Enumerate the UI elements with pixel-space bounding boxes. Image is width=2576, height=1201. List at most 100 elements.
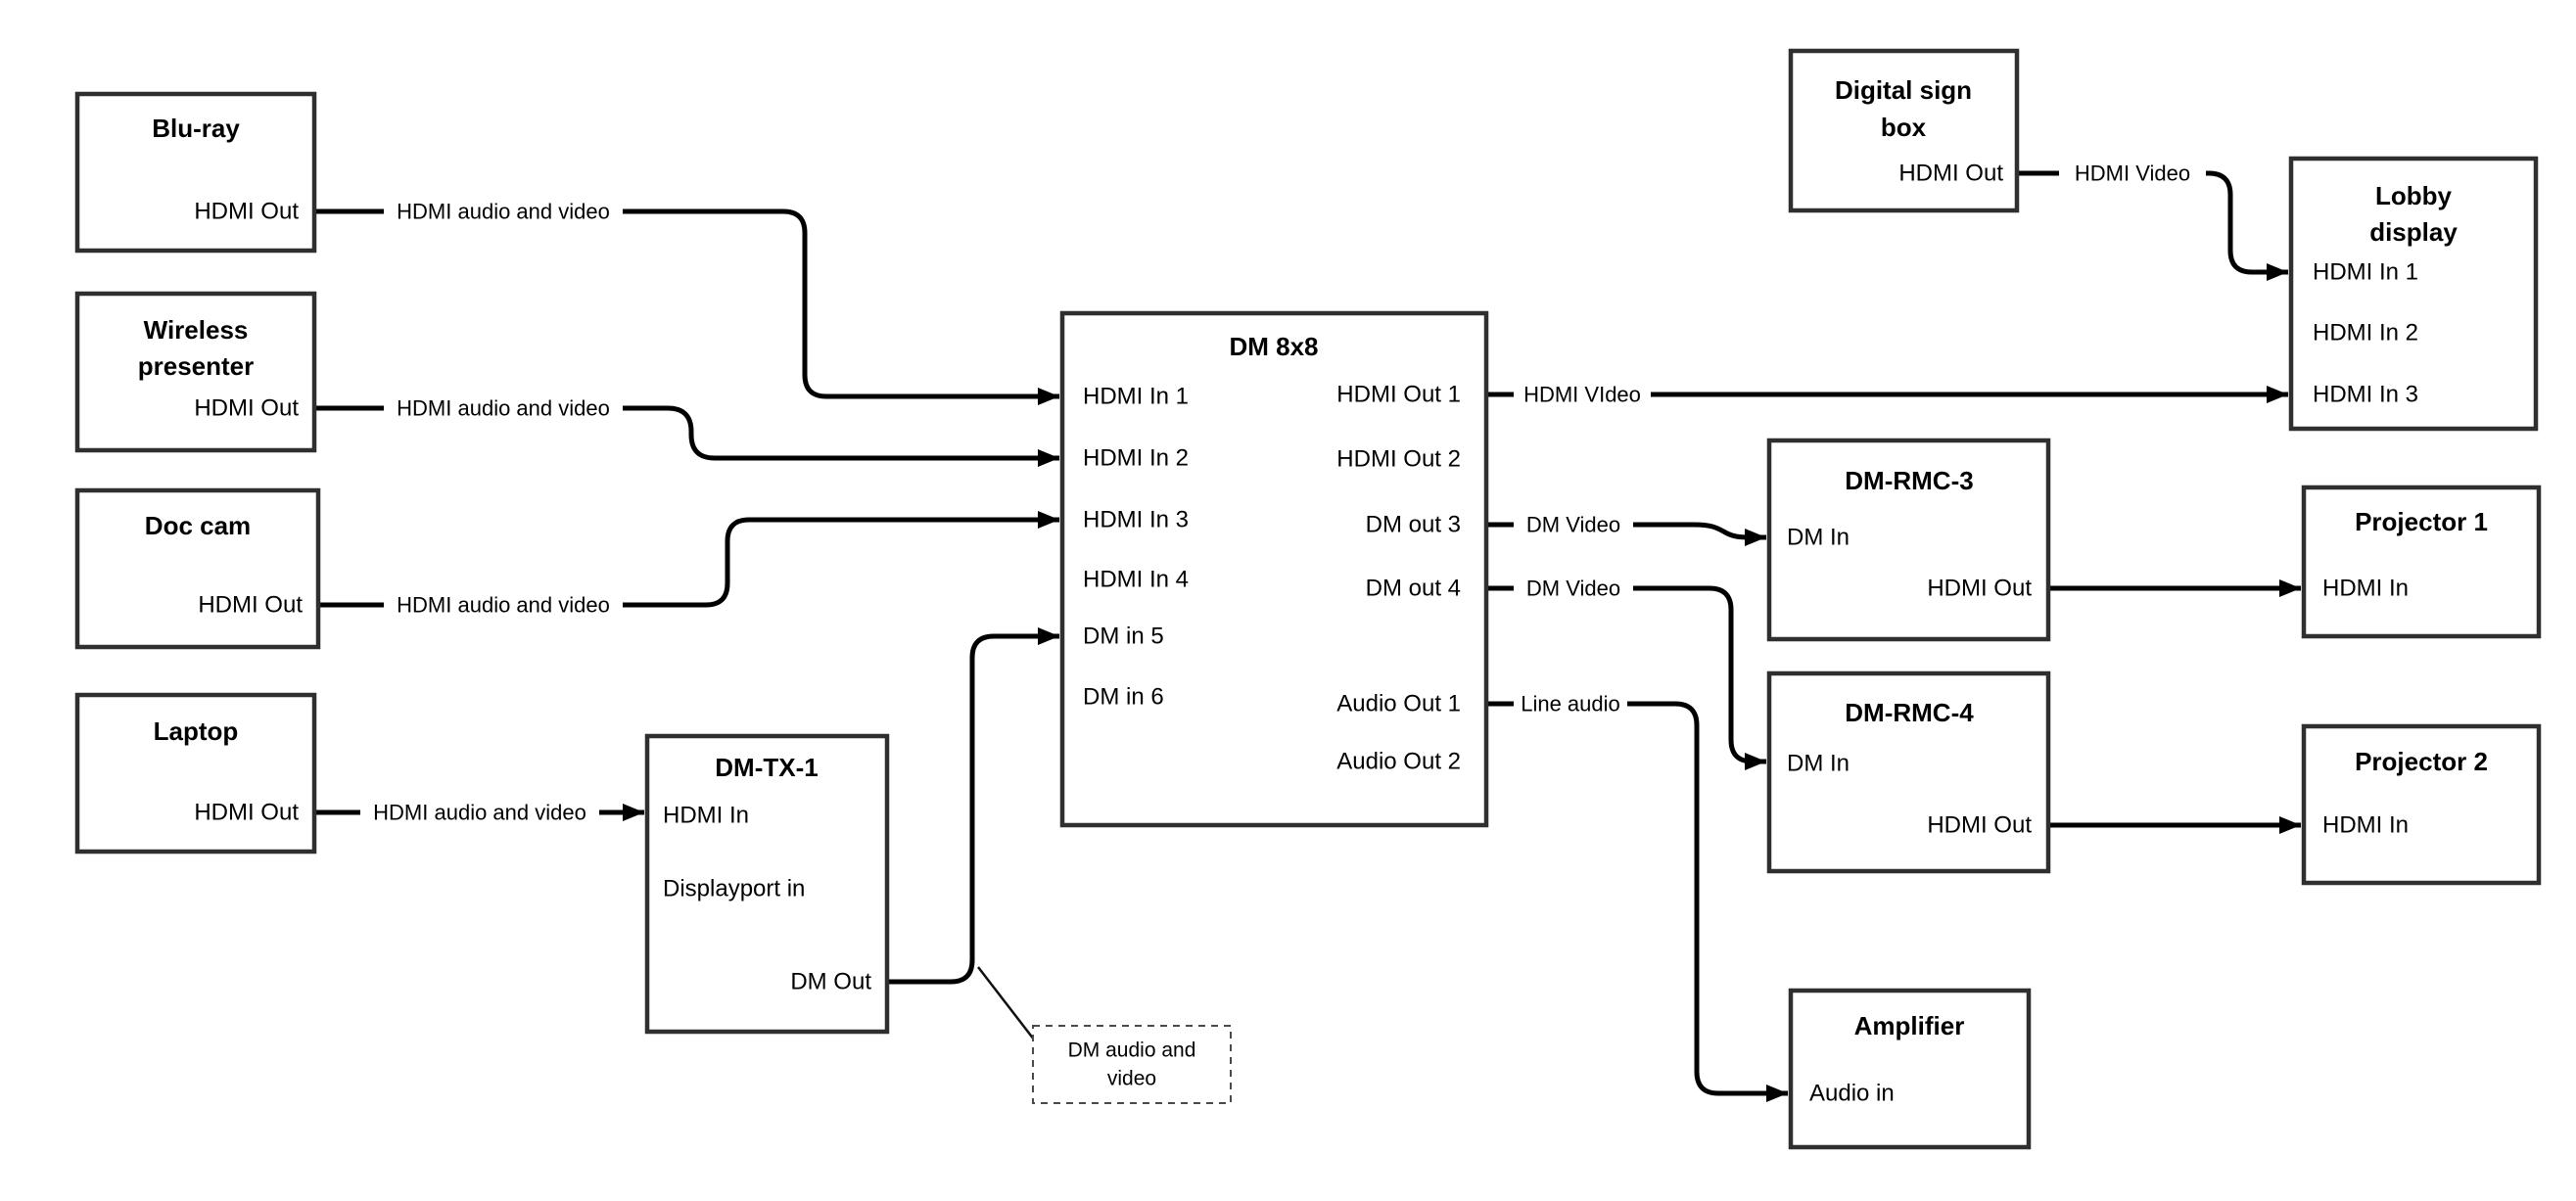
node-digital-sign-box: Digital sign box HDMI Out <box>1788 48 2020 213</box>
amplifier-box <box>1788 988 2032 1150</box>
dm-8x8-port-hdmi-out-1: HDMI Out 1 <box>1336 382 1461 408</box>
projector-2-port-hdmi-in: HDMI In <box>2322 812 2409 839</box>
wire-label-audio-out1: Line audio <box>1521 692 1620 716</box>
dm-tx-1-box <box>644 733 890 1035</box>
doc-cam-port-hdmi-out: HDMI Out <box>198 592 303 619</box>
wire-dm8x8-out4-to-rmc4 <box>1486 585 1766 770</box>
callout-text-line1: DM audio and <box>1068 1039 1196 1062</box>
dm-rmc-3-port-dm-in: DM In <box>1787 525 1850 551</box>
callout-text-line2: video <box>1107 1068 1156 1090</box>
dm-rmc-3-box <box>1766 438 2051 642</box>
wire-dmtx1-to-dm8x8-in5 <box>887 627 1059 985</box>
wire-label-bluray: HDMI audio and video <box>397 200 610 224</box>
wire-dm8x8-out3-to-rmc3 <box>1486 522 1766 546</box>
digital-sign-box <box>1788 48 2020 213</box>
lobby-display-port-hdmi-in-3: HDMI In 3 <box>2313 382 2418 408</box>
dm-rmc-3-title: DM-RMC-3 <box>1845 466 1973 495</box>
node-dm-rmc-4: DM-RMC-4 DM In HDMI Out <box>1766 670 2051 874</box>
node-bluray: Blu-ray HDMI Out <box>74 91 317 254</box>
wire-doccam-to-dm8x8-in3 <box>318 511 1059 608</box>
doc-cam-title: Doc cam <box>145 511 251 540</box>
lobby-display-box <box>2288 156 2539 432</box>
digital-sign-title-line2: box <box>1881 113 1927 142</box>
dm-8x8-port-hdmi-in-4: HDMI In 4 <box>1083 567 1189 593</box>
laptop-box <box>74 692 317 855</box>
wire-bluray-to-dm8x8-in1 <box>314 208 1059 405</box>
wire-label-bg <box>384 590 623 620</box>
node-wireless-presenter: Wireless presenter HDMI Out <box>74 291 317 453</box>
node-amplifier: Amplifier Audio in <box>1788 988 2032 1150</box>
wire-label-doccam: HDMI audio and video <box>397 593 610 618</box>
wire-label-bg <box>384 393 623 423</box>
wire-label-hdmi-out1: HDMI VIdeo <box>1523 383 1641 407</box>
wire-label-bg <box>2059 159 2206 188</box>
node-doc-cam: Doc cam HDMI Out <box>74 487 321 650</box>
dm-8x8-port-hdmi-out-2: HDMI Out 2 <box>1336 446 1461 473</box>
lobby-display-title-line2: display <box>2369 217 2458 247</box>
wire-label-bg <box>1514 574 1633 603</box>
dm-8x8-port-dm-out-4: DM out 4 <box>1366 576 1461 602</box>
dm-8x8-port-dm-out-3: DM out 3 <box>1366 512 1461 538</box>
node-projector-2: Projector 2 HDMI In <box>2301 723 2542 886</box>
dm-8x8-port-audio-out-2: Audio Out 2 <box>1336 749 1461 775</box>
dm-tx-1-port-hdmi-in: HDMI In <box>663 803 749 829</box>
wire-dm8x8-audio1-to-amplifier <box>1486 701 1788 1102</box>
wire-label-laptop: HDMI audio and video <box>373 801 586 825</box>
dm-8x8-port-hdmi-in-3: HDMI In 3 <box>1083 507 1189 533</box>
node-projector-1: Projector 1 HDMI In <box>2301 485 2542 639</box>
dm-rmc-4-box <box>1766 670 2051 874</box>
node-laptop: Laptop HDMI Out <box>74 692 317 855</box>
callout-dm-audio-and-video: DM audio and video <box>1032 1025 1232 1104</box>
dm-tx-1-port-displayport-in: Displayport in <box>663 876 805 902</box>
wire-label-bg <box>384 197 623 226</box>
digital-sign-title-line1: Digital sign <box>1835 75 1972 105</box>
lobby-display-port-hdmi-in-1: HDMI In 1 <box>2313 259 2418 286</box>
dm-rmc-4-port-dm-in: DM In <box>1787 751 1850 777</box>
wireless-presenter-port-hdmi-out: HDMI Out <box>194 395 299 422</box>
bluray-title: Blu-ray <box>152 114 240 143</box>
projector-1-box <box>2301 485 2542 639</box>
wire-wireless-to-dm8x8-in2 <box>314 405 1059 467</box>
callout-box <box>1032 1025 1232 1104</box>
wire-label-wireless: HDMI audio and video <box>397 396 610 421</box>
projector-2-title: Projector 2 <box>2355 747 2488 776</box>
lobby-display-port-hdmi-in-2: HDMI In 2 <box>2313 320 2418 346</box>
lobby-display-title-line1: Lobby <box>2375 181 2453 210</box>
node-dm-rmc-3: DM-RMC-3 DM In HDMI Out <box>1766 438 2051 642</box>
dm-8x8-port-hdmi-in-2: HDMI In 2 <box>1083 445 1189 472</box>
doc-cam-box <box>74 487 321 650</box>
wire-label-bg <box>1514 380 1651 409</box>
amplifier-port-audio-in: Audio in <box>1809 1081 1895 1107</box>
amplifier-title: Amplifier <box>1854 1011 1965 1040</box>
wire-label-bg <box>360 798 599 827</box>
dm-8x8-port-dm-in-5: DM in 5 <box>1083 624 1164 650</box>
node-dm-tx-1: DM-TX-1 HDMI In Displayport in DM Out <box>644 733 890 1035</box>
dm-8x8-port-audio-out-1: Audio Out 1 <box>1336 691 1461 717</box>
projector-1-title: Projector 1 <box>2355 507 2488 536</box>
digital-sign-port-hdmi-out: HDMI Out <box>1898 161 2003 187</box>
wire-label-dm-out3: DM Video <box>1526 513 1620 537</box>
dm-rmc-4-title: DM-RMC-4 <box>1845 698 1974 727</box>
dm-8x8-box <box>1059 310 1489 828</box>
wire-digitalsign-to-lobby-in1 <box>2017 170 2288 281</box>
wire-labels: HDMI audio and video HDMI audio and vide… <box>360 159 2206 827</box>
wire-label-bg <box>1514 689 1627 718</box>
bluray-port-hdmi-out: HDMI Out <box>194 199 299 225</box>
node-dm-8x8: DM 8x8 HDMI In 1 HDMI In 2 HDMI In 3 HDM… <box>1059 310 1489 828</box>
wireless-presenter-title-line1: Wireless <box>144 315 249 345</box>
laptop-title: Laptop <box>154 716 239 746</box>
wire-label-digital-sign: HDMI Video <box>2075 162 2190 186</box>
dm-rmc-3-port-hdmi-out: HDMI Out <box>1927 576 2032 602</box>
dm-8x8-title: DM 8x8 <box>1229 332 1318 361</box>
dm-rmc-4-port-hdmi-out: HDMI Out <box>1927 812 2032 839</box>
wire-label-dm-out4: DM Video <box>1526 577 1620 601</box>
wireless-presenter-title-line2: presenter <box>138 351 255 381</box>
node-lobby-display: Lobby display HDMI In 1 HDMI In 2 HDMI I… <box>2288 156 2539 432</box>
bluray-box <box>74 91 317 254</box>
dm-tx-1-title: DM-TX-1 <box>715 753 818 782</box>
projector-1-port-hdmi-in: HDMI In <box>2322 576 2409 602</box>
wireless-presenter-box <box>74 291 317 453</box>
projector-2-box <box>2301 723 2542 886</box>
wire-label-bg <box>1514 510 1633 539</box>
